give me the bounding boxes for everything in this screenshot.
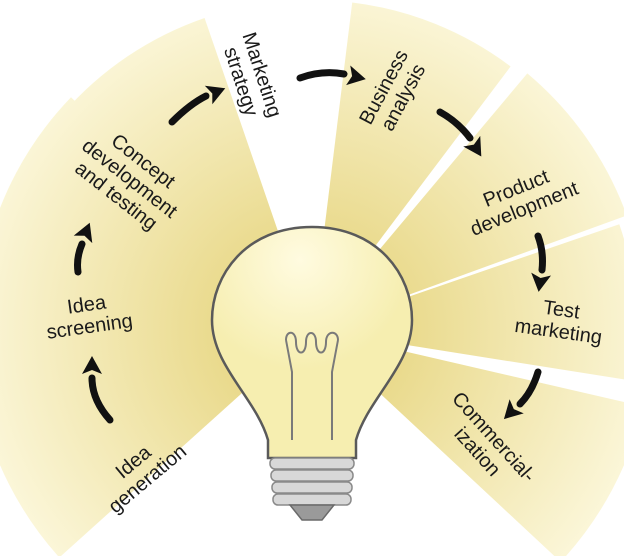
bulb-thread [272,493,352,506]
ray-marketing-strategy [62,17,293,291]
curved-arrow-icon [436,108,482,157]
bulb-thread [269,457,355,470]
lightbulb-icon [210,225,414,521]
bulb-thread [271,481,353,494]
bulb-base [269,457,355,521]
arrow-head [82,356,102,374]
ray-commercialization [355,343,624,556]
curved-arrow-icon [296,65,366,86]
curved-arrow-icon [168,85,226,126]
bulb-tip [288,504,336,521]
ray-idea-generation [0,342,268,556]
curved-arrow-icon [73,222,93,276]
ray-business-analysis [319,2,511,283]
arrow-head [531,272,552,292]
stage-label-line: Test [542,297,582,324]
curved-arrow-icon [82,356,114,424]
curved-arrow-icon [531,232,552,292]
ray-product-development [350,73,624,310]
arrow-head [204,85,226,105]
arrow-head [463,135,482,157]
bulb-glass [210,225,414,460]
bulb-filament [285,331,339,440]
bulb-thread [270,469,354,482]
arrow-head [73,222,93,244]
arrow-head [346,65,366,86]
stage-label-line: Idea [66,291,108,318]
ray-idea-screening [0,252,254,408]
ray-test-marketing [368,224,624,380]
ray-concept-development [0,97,269,318]
arrow-group [73,65,552,424]
